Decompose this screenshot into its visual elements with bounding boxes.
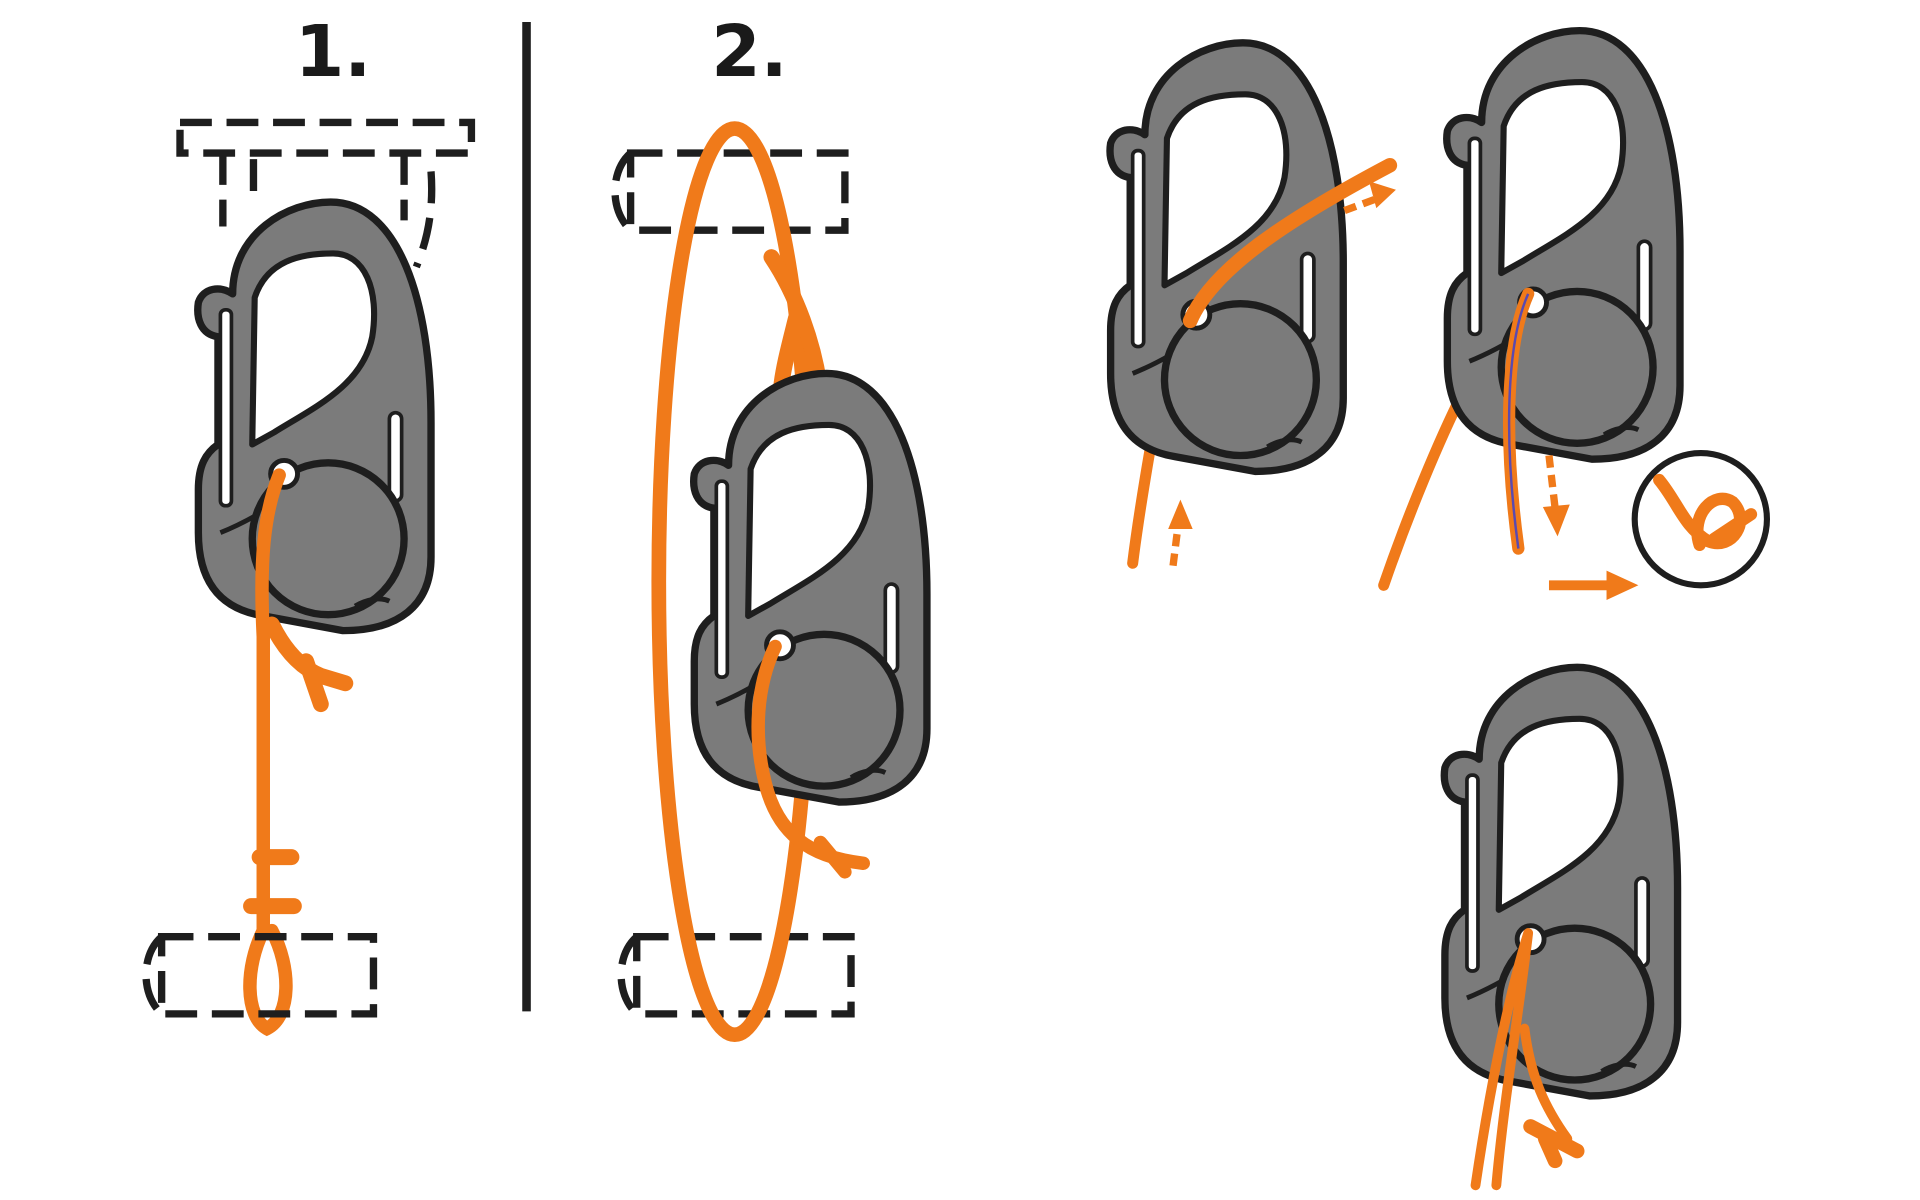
anchor-dashed-top — [176, 118, 476, 293]
rope-knot — [243, 616, 354, 915]
anchor-dashed-bottom — [142, 933, 378, 1018]
step-2-illustration — [611, 121, 927, 1043]
carabiner — [1110, 43, 1343, 472]
rope-end — [751, 639, 870, 879]
step-1-illustration — [142, 118, 476, 1037]
arrow-icon — [1606, 570, 1639, 600]
threading-step-b — [1378, 31, 1770, 600]
arrow-icon — [1168, 499, 1193, 529]
threading-step-c — [1444, 667, 1677, 1191]
rope — [1470, 928, 1573, 1191]
anchor-dashed — [611, 149, 855, 1018]
threading-step-a — [1110, 43, 1398, 569]
arrow-icon — [1368, 181, 1396, 209]
rope — [1182, 157, 1398, 329]
carabiner — [1447, 31, 1680, 460]
carabiner — [1444, 667, 1677, 1096]
rope — [243, 468, 293, 1037]
step-1-label: 1. — [295, 10, 371, 93]
carabiner — [694, 373, 927, 802]
arrow-icon — [1542, 504, 1570, 537]
rope-knot — [1523, 1119, 1585, 1169]
carabiner — [198, 202, 431, 631]
step-2-label: 2. — [711, 10, 787, 93]
